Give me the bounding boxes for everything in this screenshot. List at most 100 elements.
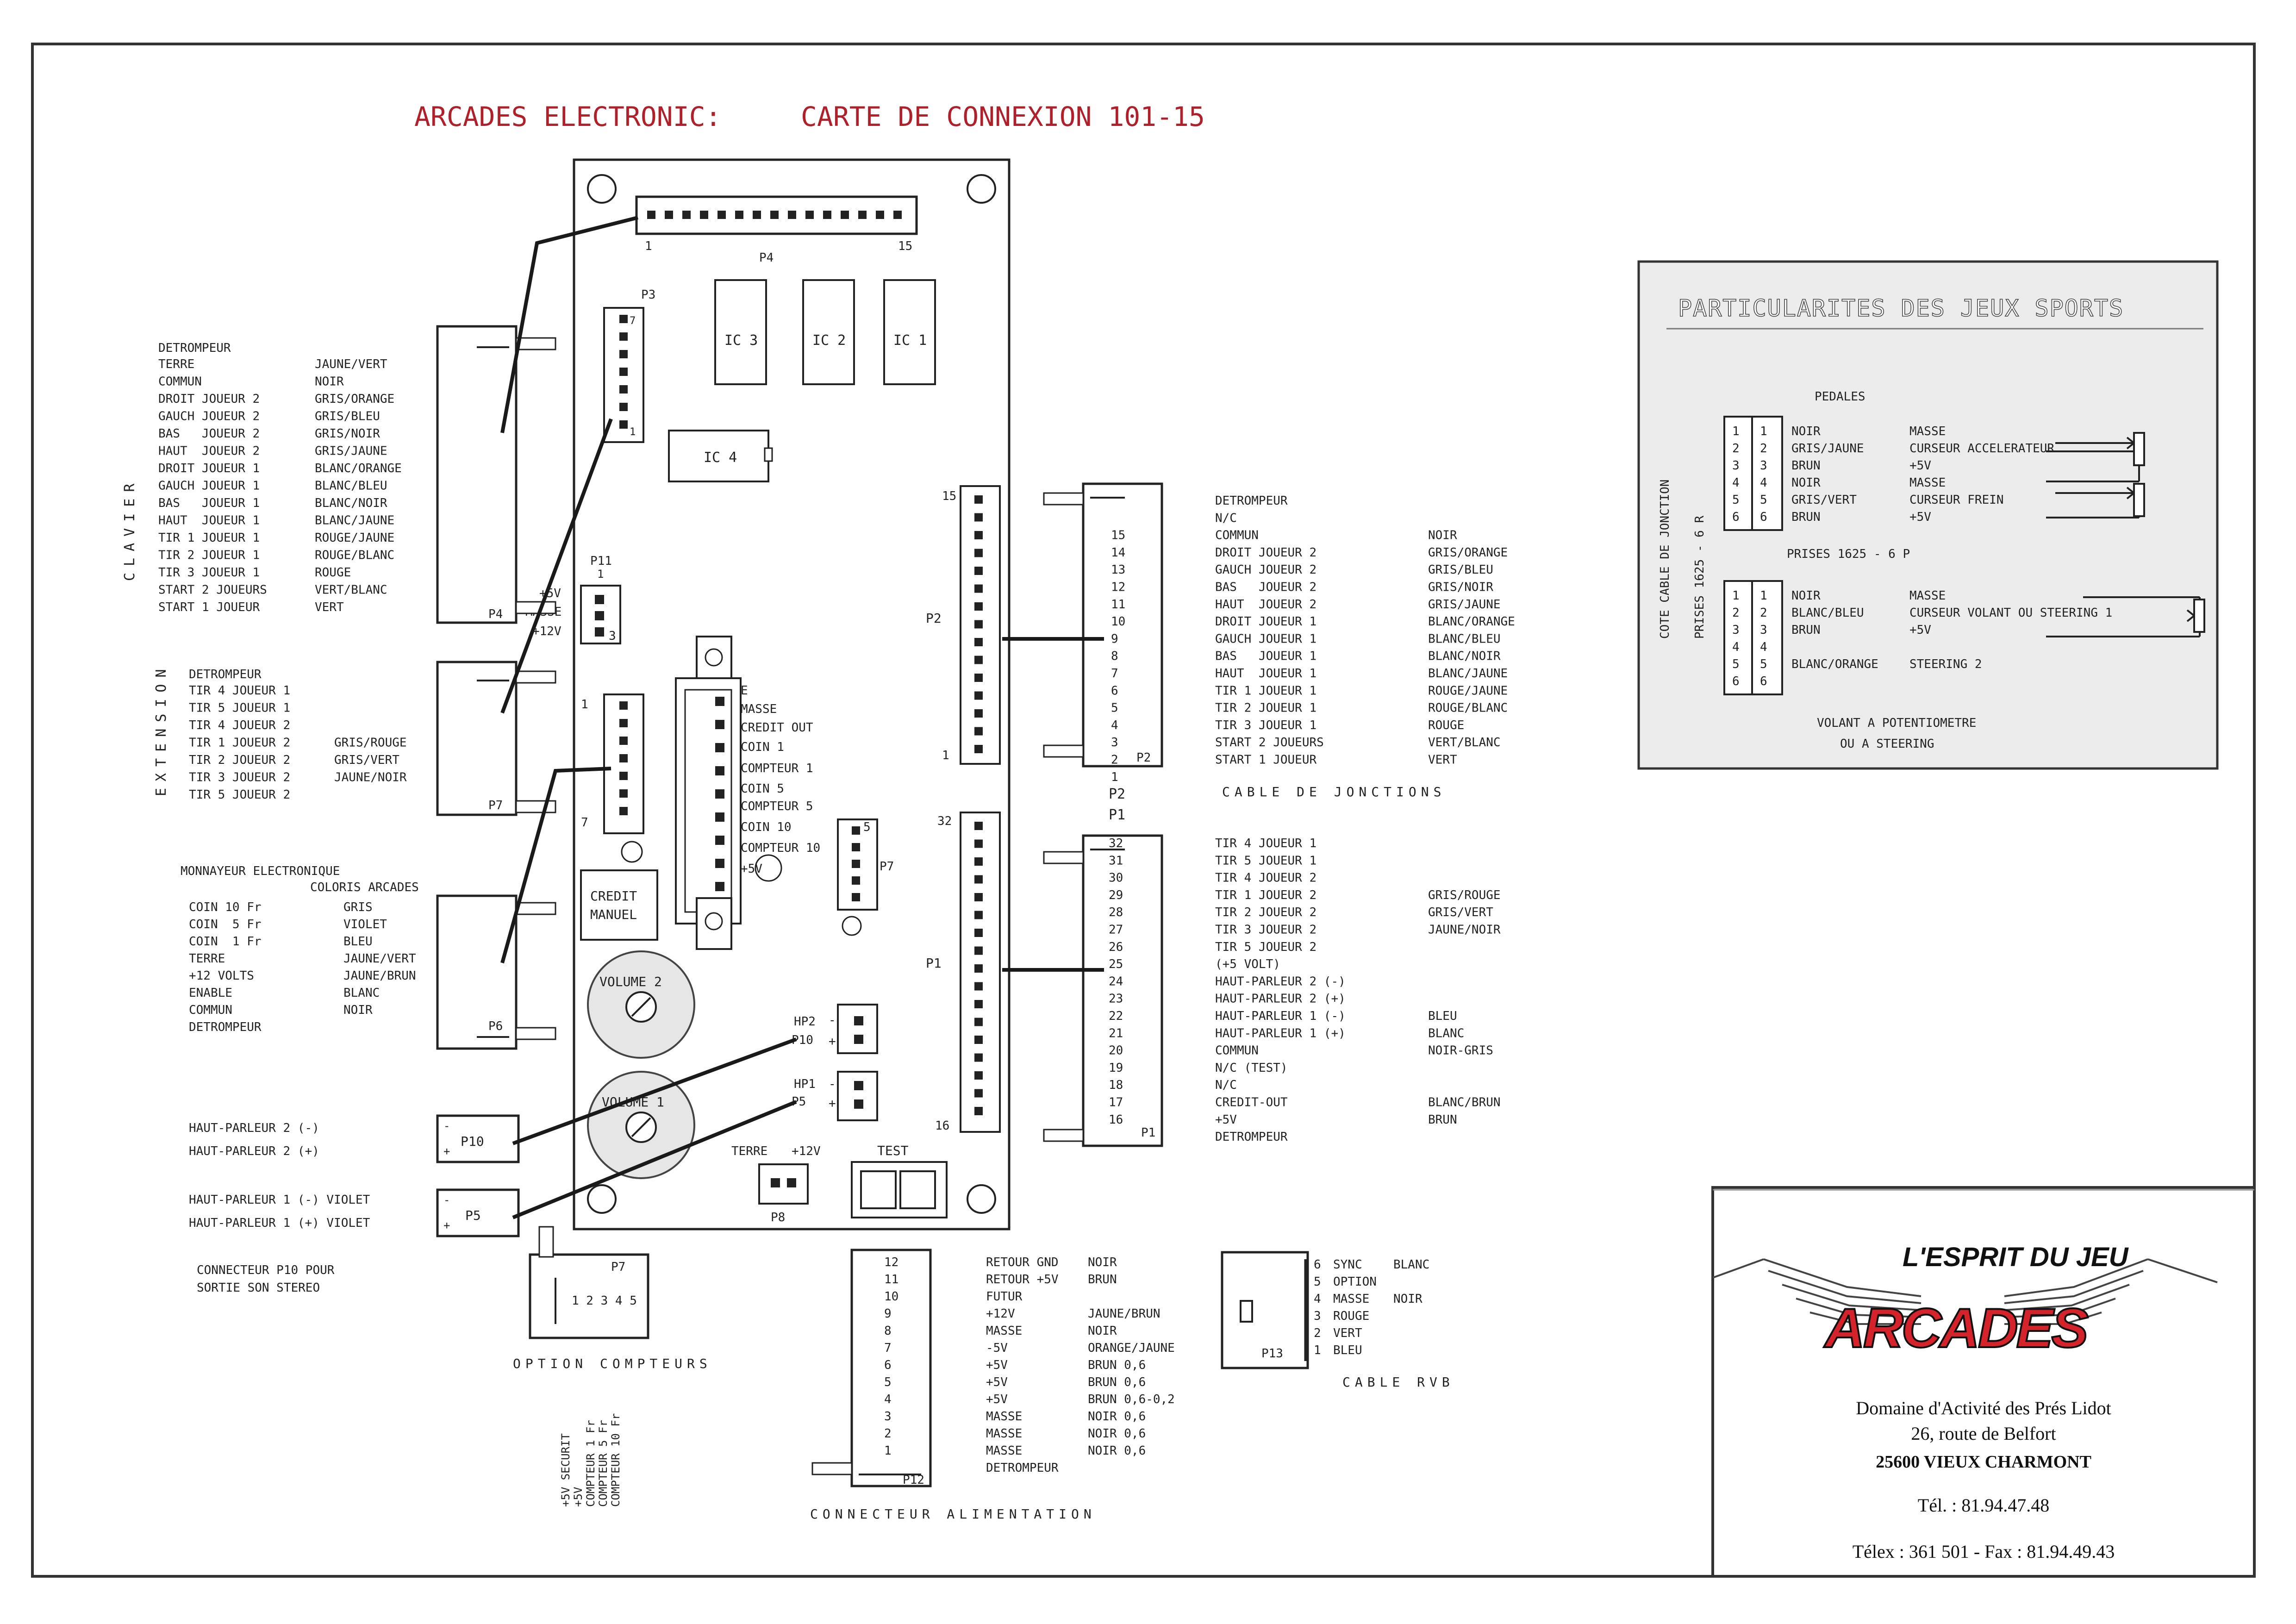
p1-board-pin bbox=[974, 964, 983, 973]
cable-p1-row-name: +5V bbox=[1215, 1113, 1237, 1127]
alimentation-row-name: DETROMPEUR bbox=[986, 1461, 1059, 1475]
p4-pin-first: 1 bbox=[645, 239, 652, 253]
extension-row-color: GRIS/VERT bbox=[334, 753, 399, 767]
volant-row-b: 4 bbox=[1760, 640, 1767, 654]
option-compteurs-label: +5V SECURIT bbox=[559, 1433, 572, 1507]
coin-connector-label: COIN 10 bbox=[741, 820, 792, 834]
p1-board-pins bbox=[974, 822, 983, 1115]
p4-pin bbox=[753, 211, 761, 219]
volant-row-color: BLANC/ORANGE bbox=[1791, 657, 1878, 671]
clavier-row-name: HAUT JOUEUR 2 bbox=[158, 444, 260, 458]
cable-p1-row-pin: 28 bbox=[1109, 906, 1123, 919]
cable-p1-row-name: TIR 4 JOUEUR 2 bbox=[1215, 871, 1316, 885]
cable-p2-row-color: VERT bbox=[1428, 753, 1457, 767]
volant-row-func: CURSEUR VOLANT OU STEERING 1 bbox=[1909, 606, 2112, 620]
p4-pin bbox=[788, 211, 796, 219]
p1-board-pin bbox=[974, 929, 983, 937]
cable-p2-row-name: N/C bbox=[1215, 511, 1237, 525]
pedal-row-color: NOIR bbox=[1791, 425, 1821, 438]
coin-connector-label: +5V bbox=[741, 862, 762, 876]
cable-p2-row-name: GAUCH JOUEUR 2 bbox=[1215, 563, 1316, 577]
rvb-row-pin: 2 bbox=[1314, 1326, 1321, 1340]
hp2-label: HP2 bbox=[794, 1015, 816, 1029]
rvb-p13-connector bbox=[1221, 1251, 1309, 1369]
hp1-plus: + bbox=[829, 1097, 836, 1111]
pedal-row-a: 5 bbox=[1732, 493, 1740, 507]
p2-board-pin-top: 15 bbox=[942, 489, 956, 503]
cable-p2-row-color: NOIR bbox=[1428, 529, 1457, 543]
hp2-minus: - bbox=[829, 1013, 836, 1027]
p7-board-pin bbox=[852, 893, 860, 901]
alimentation-row-name: +5V bbox=[986, 1375, 1008, 1389]
cable-p2-row-name: HAUT JOUEUR 1 bbox=[1215, 667, 1316, 681]
company-panel: L'ESPRIT DU JEU ARCADES Domaine d'Activi… bbox=[1711, 1186, 2256, 1578]
volant-line1: VOLANT A POTENTIOMETRE bbox=[1817, 716, 1976, 730]
extension-header: DETROMPEUR bbox=[189, 668, 262, 681]
page-frame bbox=[31, 43, 2256, 1578]
cable-p1-row-name: HAUT-PARLEUR 1 (+) bbox=[1215, 1026, 1346, 1040]
p1-board-pin bbox=[974, 839, 983, 848]
alimentation-p12-label: P12 bbox=[903, 1473, 924, 1487]
coin-connector-label: COMPTEUR 1 bbox=[741, 762, 813, 775]
slogan: L'ESPRIT DU JEU bbox=[1903, 1242, 2129, 1272]
volant-row-b: 1 bbox=[1760, 589, 1767, 603]
clavier-row-name: DROIT JOUEUR 2 bbox=[158, 392, 260, 406]
address-line-1: Domaine d'Activité des Prés Lidot bbox=[1856, 1398, 2111, 1418]
volant-row-color: BLANC/BLEU bbox=[1791, 606, 1864, 620]
hp1-pin bbox=[854, 1081, 863, 1090]
p4-pin-last: 15 bbox=[898, 239, 912, 253]
cable-p1-row-color: BLANC/BRUN bbox=[1428, 1096, 1501, 1110]
pedales-label: PEDALES bbox=[1815, 390, 1866, 404]
p2-board-pin bbox=[974, 495, 983, 504]
alimentation-row-color: JAUNE/BRUN bbox=[1088, 1307, 1160, 1321]
alimentation-row-pin: 9 bbox=[884, 1307, 892, 1321]
p1-board-pin bbox=[974, 1107, 983, 1115]
alimentation-row-name: RETOUR +5V bbox=[986, 1273, 1059, 1287]
p2-board-pin bbox=[974, 745, 983, 753]
p2-board-pin bbox=[974, 620, 983, 629]
pedal-row-color: GRIS/VERT bbox=[1791, 493, 1857, 507]
p3-label: P3 bbox=[641, 288, 655, 302]
cable-p1-row-pin: 21 bbox=[1109, 1026, 1123, 1040]
cable-p2-row-name: TIR 3 JOUEUR 1 bbox=[1215, 718, 1316, 732]
clavier-row-name: COMMUN bbox=[158, 375, 202, 389]
clavier-row-color: GRIS/NOIR bbox=[315, 427, 380, 441]
cable-p2-row-pin: 9 bbox=[1111, 632, 1118, 646]
monnayeur-row-name: COIN 1 Fr bbox=[189, 935, 262, 949]
p1-board-pin bbox=[974, 857, 983, 866]
alimentation-row-color: BRUN 0,6-0,2 bbox=[1088, 1393, 1175, 1406]
particularites-title: PARTICULARITES DES JEUX SPORTS bbox=[1678, 295, 2124, 322]
coin-connector-label: COMPTEUR 10 bbox=[741, 841, 820, 855]
cable-p2-row-name: DROIT JOUEUR 2 bbox=[1215, 546, 1316, 560]
logo-ray bbox=[1809, 1312, 1921, 1325]
p8-pin bbox=[771, 1178, 780, 1187]
cable-p2-row-pin: 2 bbox=[1111, 753, 1118, 767]
cable-p2-row-name: DROIT JOUEUR 1 bbox=[1215, 615, 1316, 629]
p7-board-pin bbox=[852, 876, 860, 885]
p4-pin bbox=[823, 211, 831, 219]
clavier-row-color: ROUGE/JAUNE bbox=[315, 531, 394, 545]
p4-pin bbox=[718, 211, 726, 219]
manuel-label: MANUEL bbox=[590, 907, 637, 922]
rvb-row-name: ROUGE bbox=[1333, 1309, 1369, 1323]
p8-pin bbox=[787, 1178, 796, 1187]
cable-jonctions-title: CABLE DE JONCTIONS bbox=[1222, 784, 1446, 800]
extension-row-name: TIR 3 JOUEUR 2 bbox=[189, 771, 290, 785]
p11-pin bbox=[595, 627, 604, 637]
plus12v-label: +12V bbox=[792, 1144, 821, 1158]
cable-p2-row-color: BLANC/BLEU bbox=[1428, 632, 1501, 646]
volant-line2: OU A STEERING bbox=[1840, 737, 1934, 751]
p2-board-pin bbox=[974, 602, 983, 611]
p1-board-pin bbox=[974, 1036, 983, 1044]
cable-p1-row-name: TIR 4 JOUEUR 1 bbox=[1215, 837, 1316, 850]
monnayeur-p6-label: P6 bbox=[488, 1019, 503, 1033]
alimentation-row-pin: 6 bbox=[884, 1358, 892, 1372]
volant-row-b: 5 bbox=[1760, 657, 1767, 671]
p2-board-pin bbox=[974, 513, 983, 522]
alimentation-row-pin: 3 bbox=[884, 1410, 892, 1424]
p1-board-pin bbox=[974, 875, 983, 884]
cable-p2-row-pin: 11 bbox=[1111, 598, 1125, 612]
monnayeur-row-color: BLEU bbox=[343, 935, 373, 949]
